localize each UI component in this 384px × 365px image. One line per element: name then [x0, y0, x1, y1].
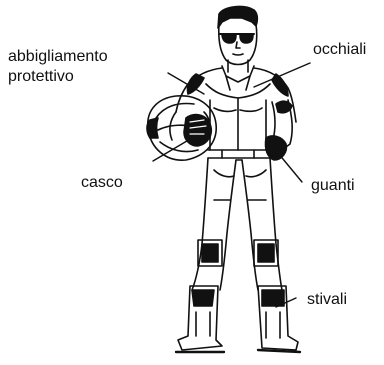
label-protective-clothing: abbigliamento protettivo: [8, 47, 108, 87]
protective-trousers: [191, 157, 283, 291]
leader-stivali: [275, 297, 297, 308]
label-protective-clothing-line2: protettivo: [8, 68, 74, 85]
knee-pads: [197, 239, 279, 267]
sunglasses: [219, 33, 255, 44]
protective-suit: [175, 65, 297, 161]
leader-casco: [152, 137, 193, 162]
leader-lines: [152, 62, 311, 308]
label-protective-clothing-line1: abbigliamento: [8, 48, 108, 65]
label-helmet: casco: [81, 174, 123, 191]
leader-abbigliamento: [167, 72, 205, 95]
leader-occhiali: [253, 62, 311, 88]
rider-head: [217, 5, 259, 73]
label-glasses: occhiali: [313, 41, 367, 58]
boots: [174, 285, 302, 354]
helmet: [146, 95, 217, 161]
label-gloves: guanti: [311, 177, 355, 194]
leader-guanti: [277, 152, 303, 183]
label-boots: stivali: [307, 291, 348, 308]
